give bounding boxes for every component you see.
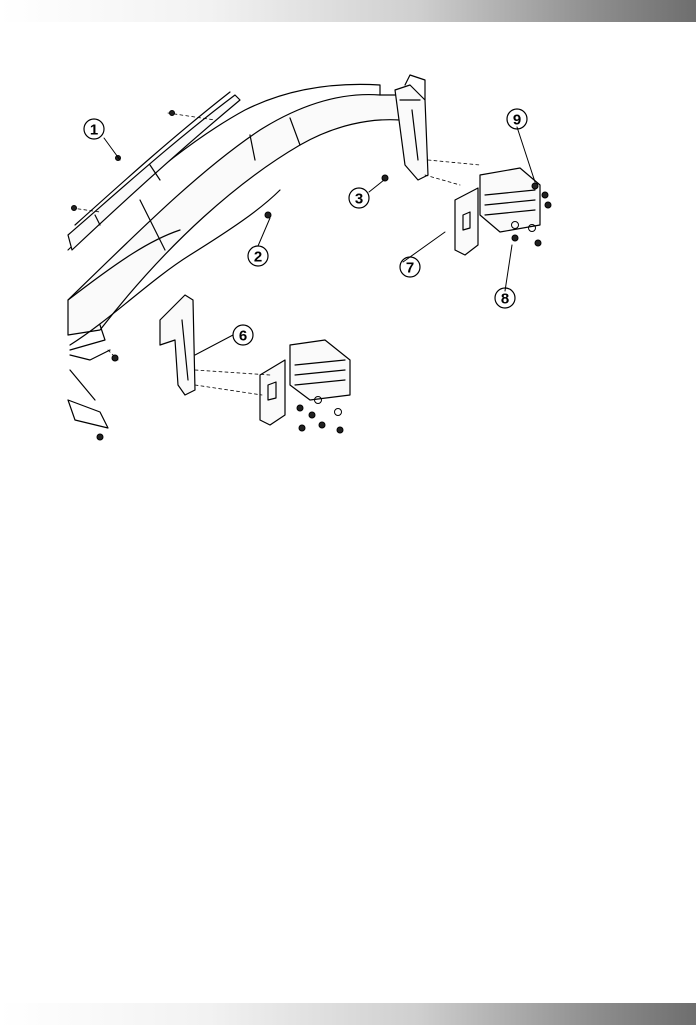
callout-label-9: 9 (513, 112, 521, 129)
right-bracket-assembly (454, 167, 541, 256)
callout-label-1: 1 (90, 122, 98, 139)
callout-circle-3 (348, 187, 370, 209)
callout-circle-8 (494, 287, 516, 309)
right-mount-arm (394, 74, 429, 181)
callout-label-8: 8 (501, 291, 509, 308)
upper-trim-strip (67, 91, 241, 251)
callout-label-2: 2 (254, 249, 262, 266)
left-mount-arm (159, 294, 196, 396)
header-gradient-bar (0, 0, 696, 22)
alignment-lines (71, 112, 481, 396)
callout-circle-1 (83, 118, 105, 140)
callout-label-3: 3 (355, 191, 363, 208)
callout-circle-6 (232, 324, 254, 346)
exploded-parts-diagram: 1 2 3 6 7 8 9 (67, 74, 552, 441)
callout-circle-2 (247, 245, 269, 267)
callout-label-7: 7 (406, 260, 414, 277)
footer-gradient-bar (0, 1003, 696, 1025)
callout-circle-7 (399, 256, 421, 278)
left-bracket-assembly (259, 339, 351, 426)
fasteners (71, 110, 552, 441)
bumper-fascia (67, 83, 401, 429)
callout-label-6: 6 (239, 328, 247, 345)
callout-circle-9 (506, 108, 528, 130)
